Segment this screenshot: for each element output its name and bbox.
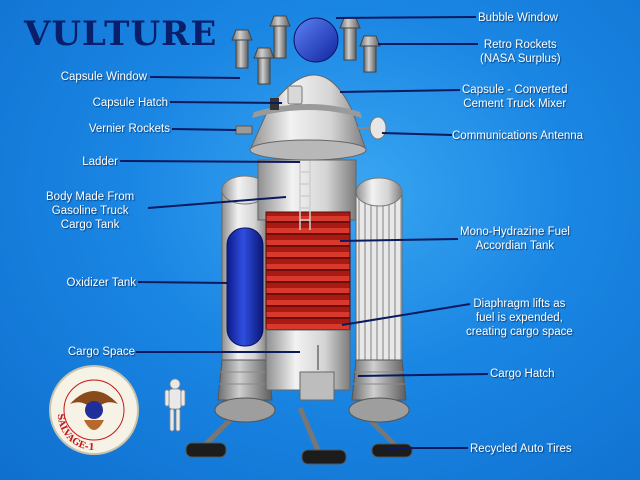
label-diaphragm: Diaphragm lifts as fuel is expended, cre…	[466, 297, 573, 339]
label-diaphragm-line1: Diaphragm lifts as	[473, 298, 566, 310]
label-mono-hydrazine-line2: Accordian Tank	[475, 240, 555, 252]
label-cargo-space: Cargo Space	[67, 346, 135, 358]
oxidizer-pod	[214, 175, 276, 423]
label-oxidizer-tank: Oxidizer Tank	[66, 277, 136, 289]
human-figure	[164, 378, 186, 432]
label-diaphragm-line3: creating cargo space	[466, 326, 573, 338]
capsule	[249, 17, 367, 161]
label-mono-hydrazine-line1: Mono-Hydrazine Fuel	[460, 226, 570, 238]
diagram-title: VULTURE	[24, 14, 218, 54]
recycled-tires	[185, 442, 413, 465]
label-capsule-hatch: Capsule Hatch	[92, 97, 168, 109]
label-retro-rockets: Retro Rockets (NASA Surplus)	[480, 38, 561, 66]
label-vernier-rockets: Vernier Rockets	[88, 123, 170, 135]
label-retro-rockets-line1: Retro Rockets	[483, 39, 557, 51]
label-capsule-converted-line1: Capsule - Converted	[462, 84, 568, 96]
label-diaphragm-line2: fuel is expended,	[475, 312, 563, 324]
leader-lines	[119, 16, 489, 449]
right-pod	[348, 177, 410, 423]
label-body-made-from-line3: Cargo Tank	[60, 219, 120, 231]
label-bubble-window: Bubble Window	[478, 12, 558, 24]
vernier-rocket	[235, 125, 253, 135]
label-ladder: Ladder	[82, 156, 118, 168]
label-mono-hydrazine: Mono-Hydrazine Fuel Accordian Tank	[460, 225, 570, 253]
central-body	[257, 159, 357, 401]
label-recycled-tires: Recycled Auto Tires	[470, 443, 572, 455]
label-cargo-hatch: Cargo Hatch	[490, 368, 555, 380]
label-capsule-converted-line2: Cement Truck Mixer	[463, 98, 567, 110]
label-capsule-converted: Capsule - Converted Cement Truck Mixer	[462, 83, 567, 111]
retro-rockets	[231, 15, 381, 85]
salvage-1-logo: SALVAGE-1	[49, 365, 139, 455]
label-communications-antenna: Communications Antenna	[452, 130, 584, 142]
label-body-made-from: Body Made From Gasoline Truck Cargo Tank	[46, 190, 134, 232]
ladder	[299, 150, 311, 230]
label-capsule-window: Capsule Window	[60, 71, 147, 83]
label-retro-rockets-line2: (NASA Surplus)	[480, 53, 561, 65]
label-body-made-from-line2: Gasoline Truck	[51, 205, 129, 217]
label-body-made-from-line1: Body Made From	[46, 191, 135, 203]
